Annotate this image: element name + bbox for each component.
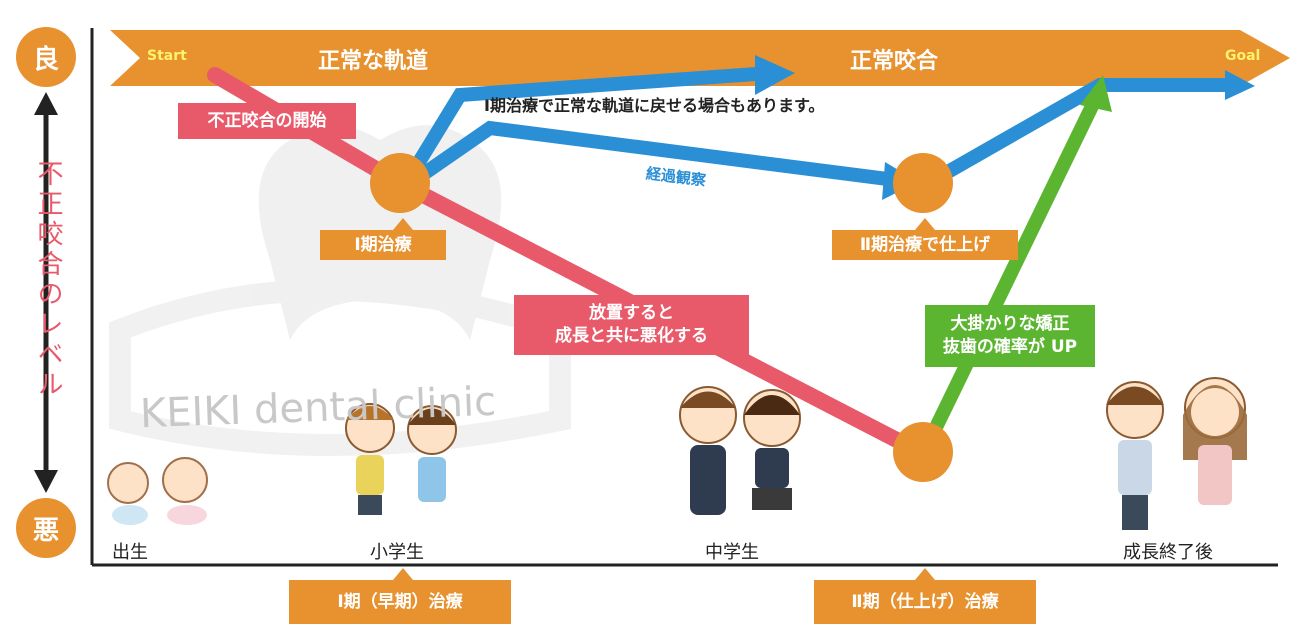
phase2-node (893, 153, 953, 213)
worsen-line2: 成長と共に悪化する (555, 326, 708, 346)
phase1-note: Ⅰ期治療で正常な軌道に戻せる場合もあります。 (484, 96, 825, 115)
start-label: Start (147, 48, 187, 64)
level-arrow-up-icon (34, 92, 58, 115)
return-arrow-head (755, 55, 795, 95)
phase-early-pointer-icon (393, 568, 413, 580)
bad-label: 悪 (32, 515, 59, 546)
stage-middle: 中学生 (705, 542, 759, 563)
major-correction-arrow-head (1080, 75, 1112, 112)
normal-bite-label: 正常咬合 (850, 49, 939, 74)
stage-elementary: 小学生 (370, 542, 424, 563)
bad-level-badge: 悪 (16, 498, 76, 558)
baby-illustration-icon (107, 457, 208, 525)
good-label: 良 (32, 44, 59, 75)
return-to-normal-line (402, 66, 771, 184)
elementary-kids-illustration-icon (345, 403, 457, 515)
phase2-node-label: Ⅱ期治療で仕上げ (832, 230, 1018, 260)
phase-early-label: Ⅰ期（早期）治療 (289, 580, 511, 624)
middle-school-kids-illustration-icon (679, 386, 801, 515)
stage-birth: 出生 (112, 542, 148, 563)
adult-couple-illustration-icon (1106, 377, 1247, 530)
normal-path-banner (110, 30, 1290, 86)
phase1-node-pointer-icon (393, 218, 413, 230)
phase2-node-pointer-icon (915, 218, 935, 230)
normal-path-label: 正常な軌道 (318, 49, 429, 74)
finish-arrow-head (1225, 70, 1255, 100)
worst-node (893, 422, 953, 482)
goal-label: Goal (1225, 48, 1261, 64)
level-arrow-down-icon (34, 470, 58, 493)
worsen-line1: 放置すると (589, 303, 674, 324)
observation-line (408, 120, 896, 188)
phase-finish-label: Ⅱ期（仕上げ）治療 (814, 580, 1036, 624)
phase-finish-pointer-icon (915, 568, 935, 580)
phase1-node (370, 153, 430, 213)
worsen-label: 放置すると 成長と共に悪化する (514, 295, 749, 355)
major-correction-line (918, 96, 1102, 454)
major-correction-label: 大掛かりな矯正 抜歯の確率が UP (925, 305, 1095, 367)
onset-label: 不正咬合の開始 (178, 103, 356, 139)
level-axis-label: 不正咬合のレベル (33, 160, 63, 400)
good-level-badge: 良 (16, 27, 76, 87)
major-correction-line2: 抜歯の確率が UP (942, 337, 1078, 357)
phase1-node-label: Ⅰ期治療 (320, 230, 446, 260)
major-correction-line1: 大掛かりな矯正 (950, 314, 1070, 335)
stage-adult: 成長終了後 (1123, 542, 1213, 563)
